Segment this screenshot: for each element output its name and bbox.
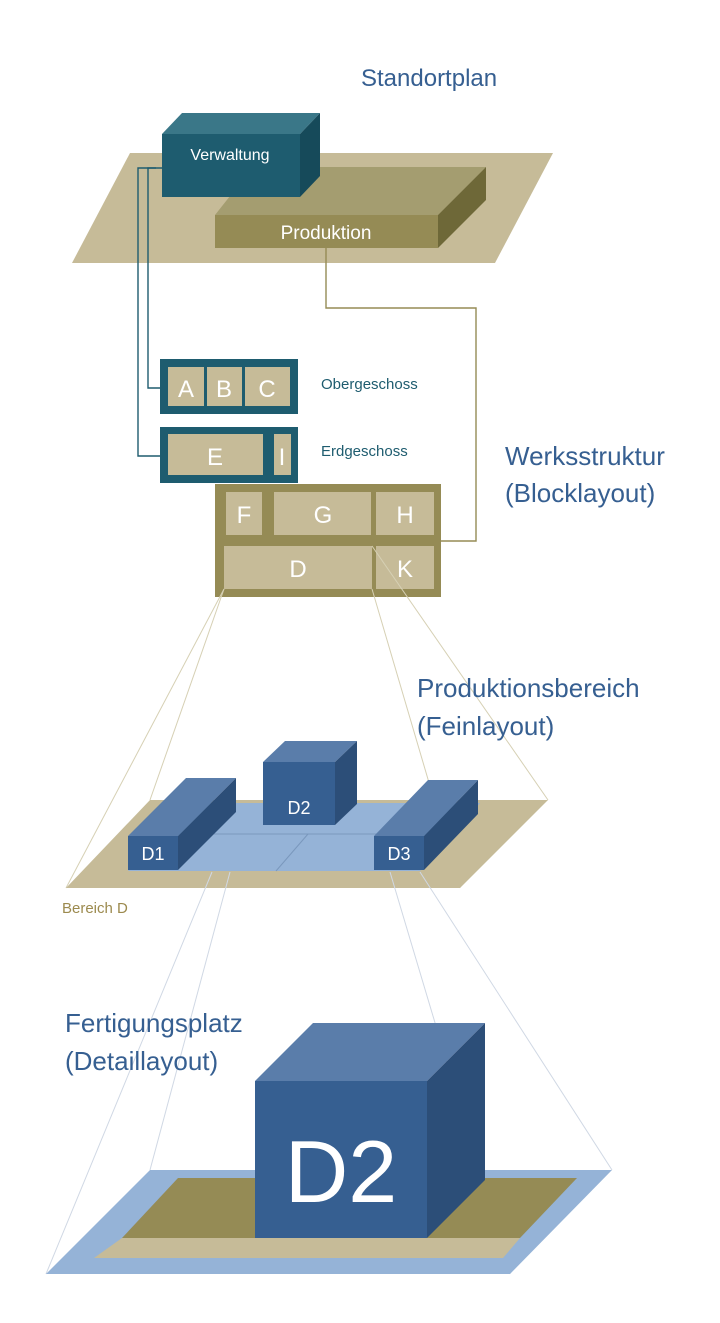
connector-admin-ground-floor [137,167,162,457]
unit-d3: D3 [374,780,478,870]
block-g-label: G [314,502,333,529]
production-block: F G H D K [215,484,441,597]
plant-structure-heading-line1: Werksstruktur [505,441,665,471]
connector-production-block [325,248,477,542]
ground-floor: E I [160,427,298,483]
upper-floor: A B C [160,359,298,414]
production-area-heading-line1: Produktionsbereich [417,673,640,703]
block-f-label: F [237,502,252,529]
unit-d2: D2 [263,741,357,825]
block-c-label: C [258,376,275,403]
workplace-floor-edge [94,1238,520,1258]
production-area-heading-line2: (Feinlayout) [417,711,554,741]
site-plan-heading: Standortplan [361,65,497,92]
administration-label: Verwaltung [190,147,269,164]
block-e-label: E [207,444,223,471]
block-d-label: D [289,556,306,583]
workplace-heading-line1: Fertigungsplatz [65,1008,243,1038]
unit-d1: D1 [128,778,236,870]
administration-building: Verwaltung [162,113,320,197]
ground-floor-label: Erdgeschoss [321,443,408,460]
plant-structure-heading-line2: (Blocklayout) [505,478,655,508]
block-b-label: B [216,376,232,403]
production-label: Produktion [281,223,372,244]
block-k-label: K [397,556,413,583]
detail-unit-d2: D2 [255,1023,485,1238]
block-h-label: H [396,502,413,529]
workplace-heading-line2: (Detaillayout) [65,1046,218,1076]
block-i-label: I [279,444,286,471]
block-a-label: A [178,376,194,403]
unit-d2-label: D2 [287,798,310,818]
detail-unit-d2-label: D2 [285,1122,398,1221]
unit-d3-label: D3 [387,844,410,864]
upper-floor-label: Obergeschoss [321,376,418,393]
area-d-caption: Bereich D [62,900,128,917]
unit-d1-label: D1 [141,844,164,864]
